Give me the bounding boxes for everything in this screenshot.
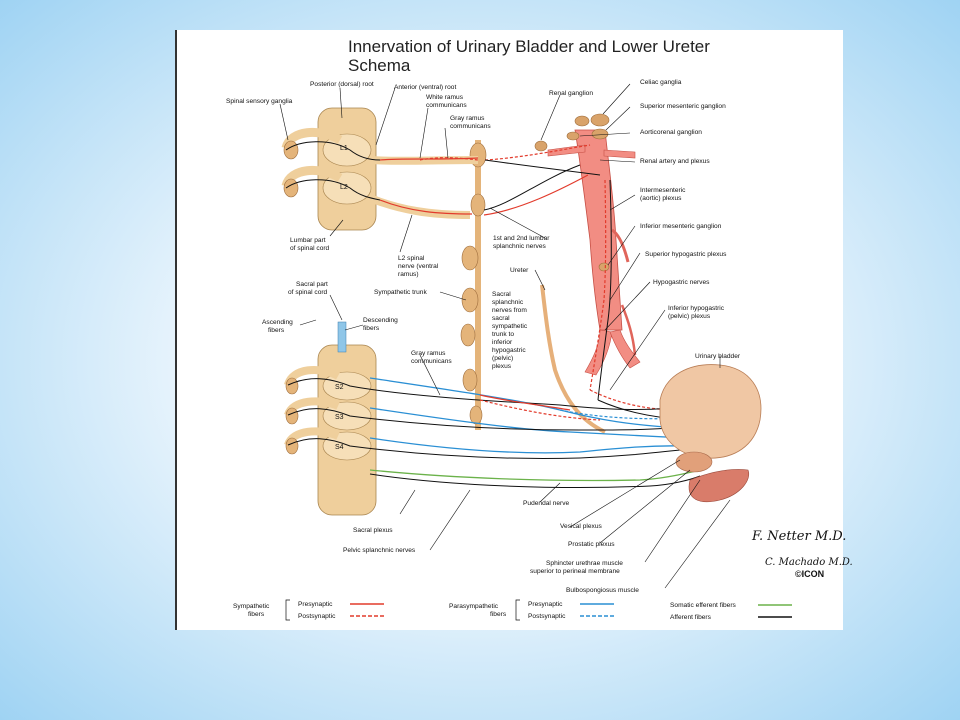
label-sphincter-urethrae-2: superior to perineal membrane: [530, 568, 620, 575]
label-inferior-hypogastric-2: (pelvic) plexus: [668, 313, 711, 320]
label-gray-ramus-top: Gray ramus: [450, 115, 485, 122]
label-inferior-mesenteric: Inferior mesenteric ganglion: [640, 223, 722, 230]
svg-text:(pelvic): (pelvic): [492, 355, 513, 362]
level-s3: S3: [335, 414, 344, 421]
label-renal-artery: Renal artery and plexus: [640, 158, 710, 165]
label-pudendal-nerve: Pudendal nerve: [523, 500, 570, 507]
label-sacral-plexus: Sacral plexus: [353, 527, 393, 534]
label-sympathetic-trunk: Sympathetic trunk: [374, 289, 427, 296]
svg-text:F. Netter M.D.: F. Netter M.D.: [751, 529, 846, 544]
sympathetic-trunk: [460, 140, 487, 430]
label-sacral-part-2: of spinal cord: [288, 289, 328, 296]
celiac-ganglion: [590, 113, 610, 127]
label-l2-spinal-nerve: L2 spinal: [398, 255, 425, 262]
level-s2: S2: [335, 384, 344, 391]
legend-afferent: Afferent fibers: [670, 614, 712, 621]
legend-sym-pre: Presynaptic: [298, 601, 333, 608]
label-white-ramus-2: communicans: [426, 102, 467, 109]
legend-para-post: Postsynaptic: [528, 613, 566, 620]
label-intermesenteric: Intermesenteric: [640, 187, 686, 194]
leader-lines: [279, 83, 731, 589]
label-pelvic-splanchnic: Pelvic splanchnic nerves: [343, 547, 416, 554]
legend-parasympathetic-2: fibers: [490, 611, 507, 618]
lumbar-spinal-cord: [281, 107, 377, 231]
label-posterior-root: Posterior (dorsal) root: [310, 81, 374, 88]
figure-panel: [175, 30, 843, 630]
aorticorenal-ganglion: [566, 131, 580, 141]
level-l2: L2: [340, 184, 348, 191]
urinary-bladder: [659, 364, 762, 503]
label-renal-ganglion: Renal ganglion: [549, 90, 593, 97]
label-gray-ramus-bottom-2: communicans: [411, 358, 452, 365]
legend-sym-post: Postsynaptic: [298, 613, 336, 620]
figure-title: Innervation of Urinary Bladder and Lower…: [348, 37, 710, 56]
legend-parasympathetic: Parasympathetic: [449, 603, 499, 610]
label-white-ramus: White ramus: [426, 94, 464, 101]
netter-signature: F. Netter M.D. C. Machado M.D. ©ICON: [751, 529, 853, 579]
svg-text:©ICON: ©ICON: [795, 569, 824, 579]
label-lumbar-splanchnic-2: splanchnic nerves: [493, 243, 546, 250]
label-sacral-splanchnic: Sacral splanchnic nerves from sacral sym…: [492, 291, 528, 370]
label-inferior-hypogastric: Inferior hypogastric: [668, 305, 725, 312]
celiac-ganglion-left: [574, 115, 590, 127]
label-lumbar-part: Lumbar part: [290, 237, 326, 244]
level-l1: L1: [340, 145, 348, 152]
label-ascending-fibers: Ascending: [262, 319, 293, 326]
label-l2-spinal-nerve-3: ramus): [398, 271, 419, 278]
svg-text:nerves from: nerves from: [492, 307, 527, 314]
label-superior-hypogastric: Superior hypogastric plexus: [645, 251, 727, 258]
inferior-mesenteric-ganglion: [598, 262, 610, 272]
label-bulbospongiosus: Bulbospongiosus muscle: [566, 587, 639, 594]
label-sacral-part: Sacral part: [296, 281, 328, 288]
superior-mesenteric-ganglion: [591, 128, 609, 140]
label-prostatic-plexus: Prostatic plexus: [568, 541, 615, 548]
label-vesical-plexus: Vesical plexus: [560, 523, 602, 530]
label-l2-spinal-nerve-2: nerve (ventral: [398, 263, 439, 270]
sacral-spinal-cord: [284, 321, 377, 516]
svg-text:Sacral: Sacral: [492, 291, 511, 298]
svg-text:hypogastric: hypogastric: [492, 347, 526, 354]
svg-text:sacral: sacral: [492, 315, 510, 322]
label-urinary-bladder: Urinary bladder: [695, 353, 741, 360]
label-intermesenteric-2: (aortic) plexus: [640, 195, 682, 202]
svg-text:sympathetic: sympathetic: [492, 323, 528, 330]
level-s4: S4: [335, 444, 344, 451]
label-gray-ramus-bottom: Gray ramus: [411, 350, 446, 357]
legend-para-pre: Presynaptic: [528, 601, 563, 608]
legend-sympathetic-2: fibers: [248, 611, 265, 618]
label-anterior-root: Anterior (ventral) root: [394, 84, 456, 91]
label-lumbar-splanchnic: 1st and 2nd lumbar: [493, 235, 550, 242]
figure-subtitle: Schema: [348, 56, 411, 75]
aorta: [547, 129, 641, 376]
legend: Sympathetic fibers Presynaptic Postsynap…: [233, 599, 792, 621]
svg-text:plexus: plexus: [492, 363, 512, 370]
label-sphincter-urethrae: Sphincter urethrae muscle: [546, 560, 623, 567]
label-ascending-fibers-2: fibers: [268, 327, 285, 334]
lumbar-nerves: [285, 141, 601, 219]
label-descending-fibers: Descending: [363, 317, 398, 324]
svg-text:C. Machado M.D.: C. Machado M.D.: [765, 557, 853, 568]
legend-sympathetic: Sympathetic: [233, 603, 270, 610]
label-descending-fibers-2: fibers: [363, 325, 380, 332]
pelvic-splanchnic-nerves: [287, 377, 701, 488]
renal-ganglion: [534, 140, 548, 152]
label-gray-ramus-top-2: communicans: [450, 123, 491, 130]
svg-text:splanchnic: splanchnic: [492, 299, 524, 306]
legend-somatic: Somatic efferent fibers: [670, 602, 737, 609]
label-ureter: Ureter: [510, 267, 529, 274]
label-aorticorenal: Aorticorenal ganglion: [640, 129, 702, 136]
label-superior-mesenteric: Superior mesenteric ganglion: [640, 103, 726, 110]
label-spinal-sensory-ganglia: Spinal sensory ganglia: [226, 98, 293, 105]
label-hypogastric-nerves: Hypogastric nerves: [653, 279, 710, 286]
label-lumbar-part-2: of spinal cord: [290, 245, 330, 252]
label-celiac-ganglia: Celiac ganglia: [640, 79, 682, 86]
svg-text:trunk to: trunk to: [492, 331, 514, 338]
bulbospongiosus-muscle: [688, 469, 750, 503]
svg-text:inferior: inferior: [492, 339, 513, 346]
